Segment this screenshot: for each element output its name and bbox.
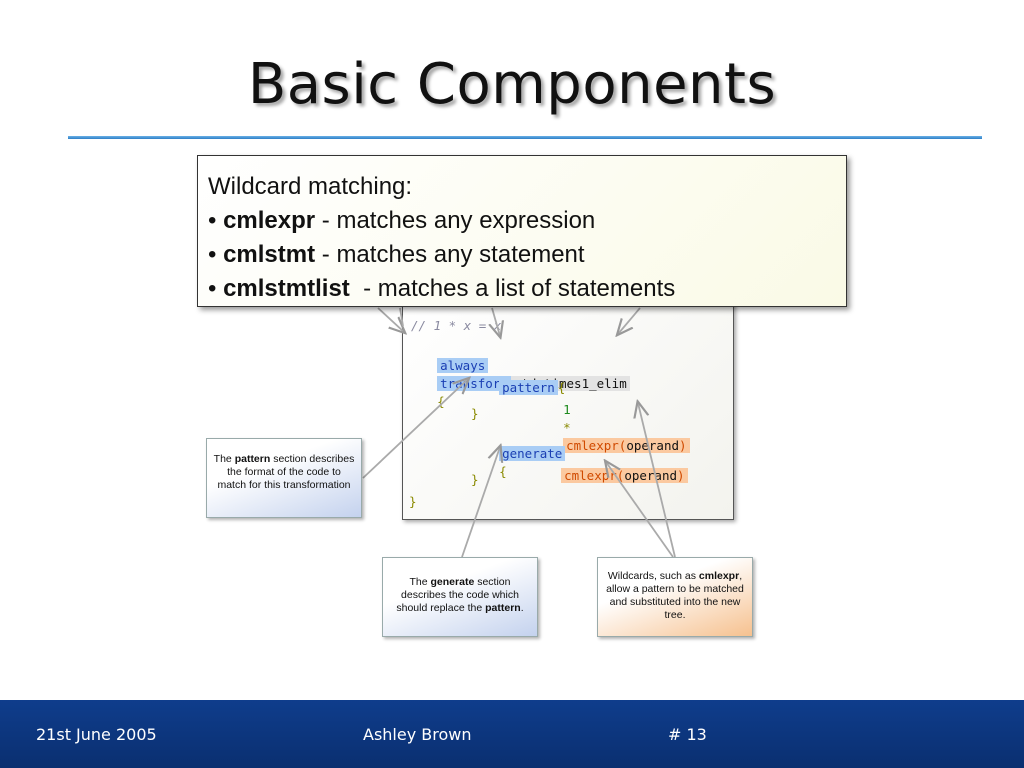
code-line-pattern: pattern{ [469, 361, 565, 395]
code-line-pattern-expr: 1 * cmlexpr(operand) [533, 383, 690, 453]
pattern-close-brace: } [471, 406, 479, 421]
arrow-generate [461, 447, 500, 558]
note-text: , allow a pattern to be matched and subs… [606, 570, 744, 621]
bullet: • [208, 241, 217, 268]
generate-keyword: generate [499, 446, 566, 461]
generate-note: The generate section describes the code … [382, 557, 538, 637]
note-text: section describes the format of the code… [217, 453, 355, 491]
note-bold: generate [430, 576, 475, 588]
note-text: . [520, 602, 524, 614]
note-text: The [213, 453, 235, 465]
callout-item: • cmlexpr - matches any expression [208, 204, 836, 238]
wildcard-fn: cmlexpr( [566, 438, 627, 453]
wildcard-arg: operand [626, 438, 680, 453]
arrow-always [377, 307, 404, 332]
open-brace: { [437, 394, 445, 409]
wildcard-arg: operand [624, 468, 678, 483]
title-divider [68, 136, 982, 139]
callout-desc: - matches a list of statements [349, 275, 676, 302]
literal-one: 1 [563, 402, 571, 417]
callout-term: cmlexpr [223, 207, 316, 234]
pattern-open-brace: { [557, 380, 566, 395]
note-text: Wildcards, such as [607, 570, 699, 582]
callout-term: cmlstmt [223, 241, 316, 268]
wildcard-close: ) [677, 468, 685, 483]
always-keyword: always [437, 358, 489, 373]
bullet: • [208, 275, 217, 302]
arrow-transform [492, 307, 500, 336]
slide-title: Basic Components [247, 52, 777, 117]
arrow-name [618, 307, 641, 334]
arrow-wildcard-2 [606, 462, 674, 558]
pattern-wildcard: cmlexpr(operand) [563, 438, 690, 453]
footer-author: Ashley Brown [363, 725, 472, 744]
callout-item: • cmlstmt - matches any statement [208, 238, 836, 272]
callout-heading: Wildcard matching: [208, 173, 413, 200]
wildcard-close: ) [679, 438, 687, 453]
slide-footer: 21st June 2005 Ashley Brown # 13 [0, 700, 1024, 768]
note-bold: pattern [234, 453, 271, 465]
code-line-generate: generate { [469, 427, 566, 479]
arrow-pattern [362, 379, 468, 479]
generate-open-brace: { [499, 464, 507, 479]
note-bold: cmlexpr [698, 570, 740, 582]
footer-page-number: # 13 [668, 725, 707, 744]
note-text: section describes the code which should … [396, 576, 519, 614]
pattern-keyword: pattern [499, 380, 558, 395]
generate-close-brace: } [471, 472, 479, 487]
arrow-always-2 [399, 307, 404, 327]
footer-date: 21st June 2005 [36, 725, 157, 744]
callout-desc: - matches any statement [315, 241, 585, 268]
note-bold: pattern [485, 602, 521, 614]
note-text: The [409, 576, 431, 588]
pattern-note: The pattern section describes the format… [206, 438, 362, 518]
arrow-wildcard-1 [638, 403, 676, 558]
wildcard-callout: Wildcard matching: • cmlexpr - matches a… [197, 155, 847, 307]
callout-item: • cmlstmtlist - matches a list of statem… [208, 272, 836, 306]
bullet: • [208, 207, 217, 234]
callout-term: cmlstmtlist [223, 275, 350, 302]
times-operator: * [563, 420, 571, 435]
transform-close-brace: } [409, 494, 417, 509]
wildcards-note: Wildcards, such as cmlexpr, allow a patt… [597, 557, 753, 637]
callout-desc: - matches any expression [315, 207, 596, 234]
